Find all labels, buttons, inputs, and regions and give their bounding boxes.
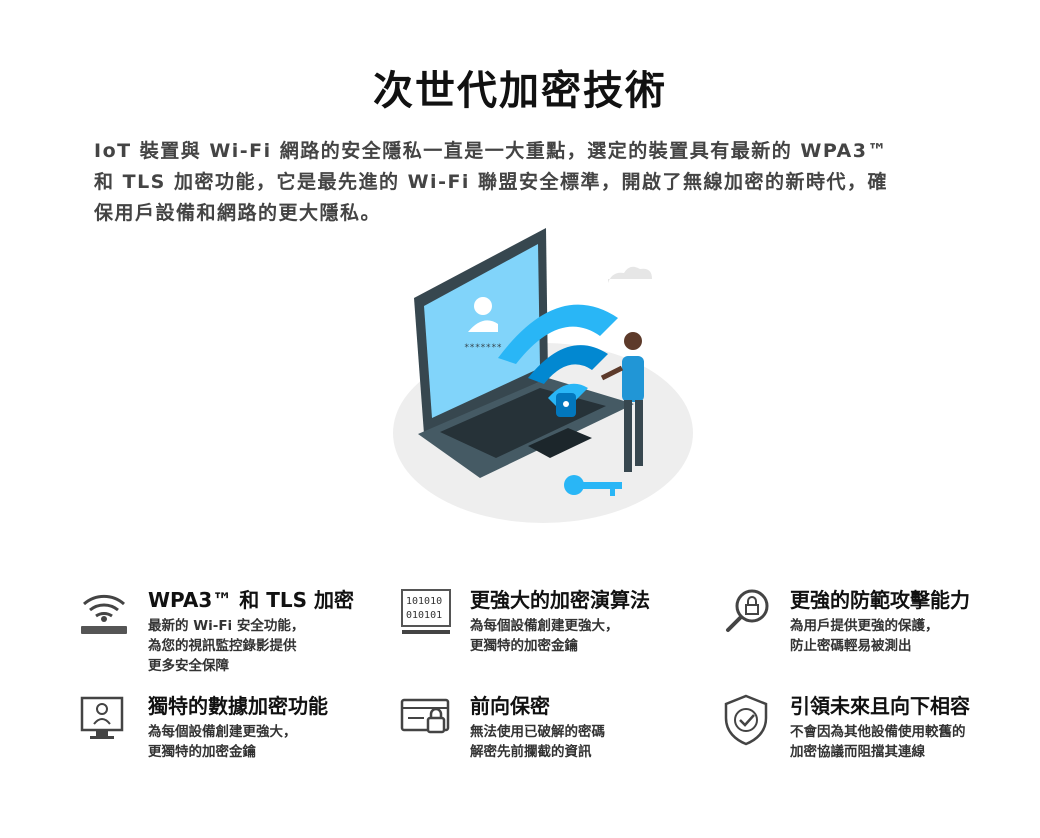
feature-stronger-algorithm: 101010 010101 更強大的加密演算法 為每個設備創建更強大， 更獨特的…: [400, 586, 720, 676]
feature-description: 最新的 Wi-Fi 安全功能， 為您的視訊監控錄影提供 更多安全保障: [148, 618, 305, 674]
feature-wpa3-tls: WPA3™ 和 TLS 加密 最新的 Wi-Fi 安全功能， 為您的視訊監控錄影…: [78, 586, 398, 676]
svg-text:010101: 010101: [406, 610, 442, 621]
user-monitor-icon: [80, 696, 124, 739]
shield-check-icon: [724, 694, 768, 746]
hero-illustration: *******: [393, 228, 693, 523]
feature-title: 更強大的加密演算法: [470, 588, 650, 612]
feature-unique-data-encryption: 獨特的數據加密功能 為每個設備創建更強大， 更獨特的加密金鑰: [78, 692, 398, 782]
laptop: *******: [414, 228, 634, 478]
feature-title: 引領未來且向下相容: [790, 694, 970, 718]
feature-description: 無法使用已破解的密碼 解密先前攔截的資訊: [470, 724, 605, 760]
user-avatar-icon: [474, 297, 492, 315]
feature-description: 為用戶提供更強的保護， 防止密碼輕易被測出: [790, 618, 939, 654]
password-dots: *******: [464, 343, 502, 353]
feature-title: 更強的防範攻擊能力: [790, 588, 970, 612]
wifi-lock-graphic: [498, 304, 618, 417]
feature-description: 為每個設備創建更強大， 更獨特的加密金鑰: [470, 618, 619, 654]
feature-title: 獨特的數據加密功能: [148, 694, 328, 718]
key-icon: [564, 475, 622, 496]
binary-code-icon: 101010 010101: [401, 589, 451, 634]
feature-attack-protection: 更強的防範攻擊能力 為用戶提供更強的保護， 防止密碼輕易被測出: [720, 586, 1040, 676]
feature-backward-compatible: 引領未來且向下相容 不會因為其他設備使用較舊的 加密協議而阻擋其連線: [720, 692, 1040, 782]
person-figure: [600, 332, 644, 472]
cloud-icon: [608, 266, 652, 283]
feature-title: WPA3™ 和 TLS 加密: [148, 588, 354, 612]
feature-title: 前向保密: [470, 694, 550, 718]
touchpad: [528, 428, 592, 458]
feature-forward-secrecy: 前向保密 無法使用已破解的密碼 解密先前攔截的資訊: [400, 692, 720, 782]
svg-text:101010: 101010: [406, 596, 442, 607]
intro-line-2: 和 TLS 加密功能，它是最先進的 Wi-Fi 聯盟安全標準，開啟了無線加密的新…: [94, 171, 889, 193]
feature-description: 不會因為其他設備使用較舊的 加密協議而阻擋其連線: [790, 724, 966, 760]
feature-description: 為每個設備創建更強大， 更獨特的加密金鑰: [148, 724, 297, 760]
intro-line-3: 保用戶設備和網路的更大隱私。: [94, 202, 382, 224]
intro-line-1: IoT 裝置與 Wi-Fi 網路的安全隱私一直是一大重點，選定的裝置具有最新的 …: [94, 140, 888, 162]
card-lock-icon: [400, 698, 450, 734]
wifi-router-icon: [81, 594, 127, 634]
page-title: 次世代加密技術: [373, 68, 667, 114]
intro-paragraph: IoT 裝置與 Wi-Fi 網路的安全隱私一直是一大重點，選定的裝置具有最新的 …: [94, 136, 954, 229]
lock-magnifier-icon: [726, 589, 769, 632]
